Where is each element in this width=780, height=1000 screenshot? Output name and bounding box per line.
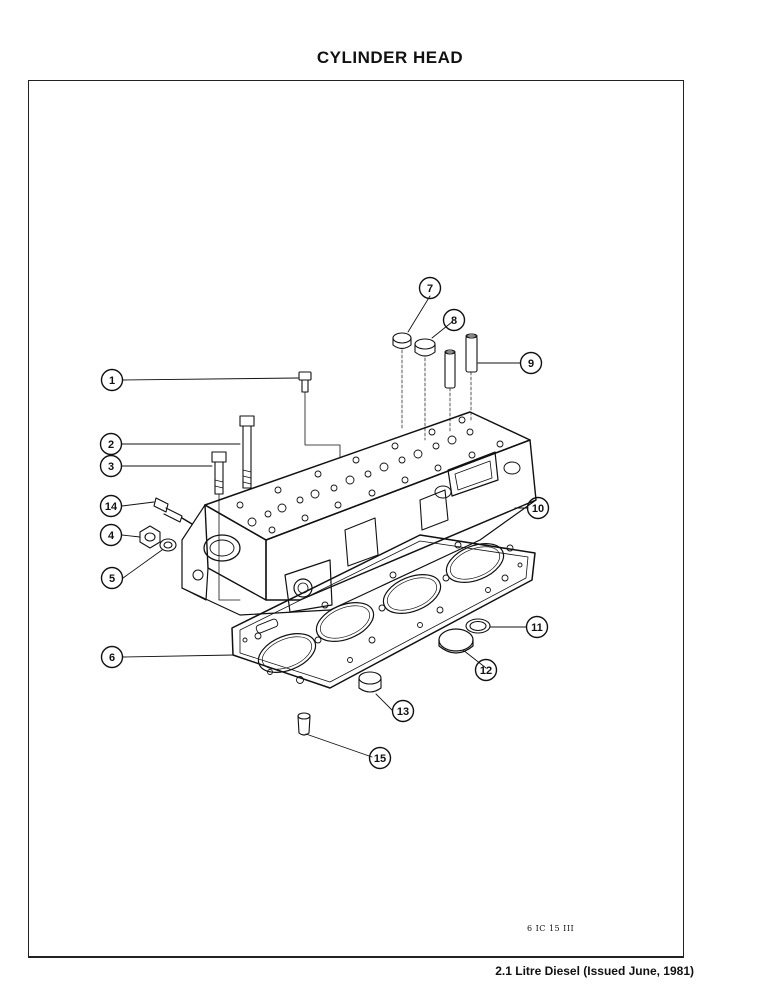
callout-5-number: 5 bbox=[109, 573, 115, 585]
callout-9: 9 bbox=[519, 351, 543, 375]
callout-10-number: 10 bbox=[532, 503, 544, 515]
callout-13-number: 13 bbox=[397, 706, 409, 718]
callout-1: 1 bbox=[100, 368, 124, 392]
combustion-ring bbox=[438, 628, 474, 654]
head-gasket bbox=[231, 534, 536, 689]
callout-leaders bbox=[121, 295, 529, 758]
callout-3: 3 bbox=[99, 454, 123, 478]
callout-8-number: 8 bbox=[451, 315, 457, 327]
long-head-bolt bbox=[239, 415, 255, 489]
callout-9-number: 9 bbox=[528, 358, 534, 370]
callout-14: 14 bbox=[99, 494, 123, 518]
sealing-washer bbox=[159, 538, 177, 552]
callout-12-number: 12 bbox=[480, 665, 492, 677]
callout-11: 11 bbox=[525, 615, 549, 639]
cylinder-head bbox=[181, 411, 537, 616]
union-fitting bbox=[298, 371, 341, 459]
drawing-reference-code: 6 IC 15 III bbox=[527, 924, 575, 933]
callout-2: 2 bbox=[99, 432, 123, 456]
callout-1-number: 1 bbox=[109, 375, 115, 387]
valve-seat-insert-large bbox=[414, 338, 436, 441]
locating-dowel bbox=[297, 712, 311, 736]
callout-13: 13 bbox=[391, 699, 415, 723]
page-footer: 2.1 Litre Diesel (Issued June, 1981) bbox=[495, 964, 694, 978]
short-head-bolt bbox=[211, 451, 241, 601]
valve-seat-insert-small bbox=[392, 332, 412, 431]
callout-4: 4 bbox=[99, 523, 123, 547]
callout-8: 8 bbox=[442, 308, 466, 332]
callout-14-number: 14 bbox=[105, 501, 118, 513]
small-sealing-ring bbox=[465, 618, 491, 634]
callout-10: 10 bbox=[526, 496, 550, 520]
core-plug bbox=[139, 525, 161, 549]
callout-15-number: 15 bbox=[374, 753, 386, 765]
callout-3-number: 3 bbox=[108, 461, 114, 473]
callout-6: 6 bbox=[100, 645, 124, 669]
diagram-frame bbox=[28, 80, 684, 957]
heater-plug bbox=[153, 497, 193, 525]
valve-guides bbox=[444, 333, 478, 433]
dowel-sleeve bbox=[358, 671, 382, 693]
callout-6-number: 6 bbox=[109, 652, 115, 664]
callout-15: 15 bbox=[368, 746, 392, 770]
page-title: CYLINDER HEAD bbox=[316, 48, 464, 67]
callout-7: 7 bbox=[418, 276, 442, 300]
frame-bottom-rule bbox=[28, 956, 684, 958]
callout-4-number: 4 bbox=[108, 530, 115, 542]
callout-7-number: 7 bbox=[427, 283, 433, 295]
callout-2-number: 2 bbox=[108, 439, 114, 451]
callout-11-number: 11 bbox=[531, 622, 543, 634]
callout-12: 12 bbox=[474, 658, 498, 682]
callout-5: 5 bbox=[100, 566, 124, 590]
